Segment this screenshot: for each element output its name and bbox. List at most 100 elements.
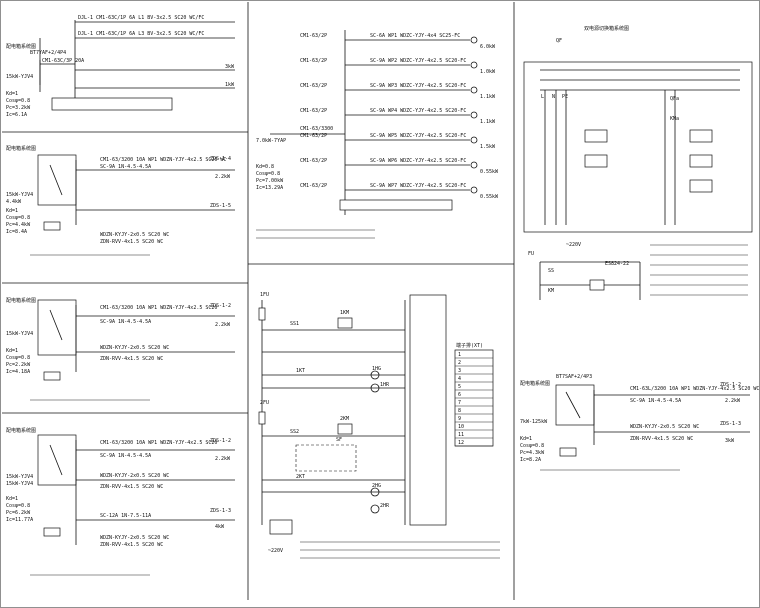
rb-breaker: BT7SAF+2/4P3 — [556, 374, 592, 380]
panel2-circuit-1-label: CM1-63/3200 10A WP1 WDZN-YJY-4x2.5 SC20 … — [100, 157, 226, 163]
relay-1km — [337, 317, 353, 329]
panel3-meter — [43, 371, 61, 381]
panel3-param-4: Ic=4.18A — [6, 369, 30, 375]
rb-meter — [559, 447, 577, 457]
board-param-3: Pc=7.00kW — [256, 178, 284, 184]
panel4-ats-switch — [49, 444, 63, 476]
panel4-circuit-2-sub: ZDN-RVV-4x1.5 SC20 WC — [100, 484, 163, 490]
feeder-load-symbol — [470, 61, 478, 69]
panel3-title: 配电箱系统图 — [6, 297, 36, 304]
feeder-rating: 6.0kW — [480, 44, 496, 50]
panel4-param-0: 15kW-YJV4 — [6, 474, 33, 480]
panel4-param-1: 15kW-YJV4 — [6, 481, 33, 487]
rb-right-2: ZDS-1-3 — [720, 421, 741, 427]
feeder-line-label: SC-9A WP5 WDZC-YJY-4x2.5 SC20-FC — [370, 133, 466, 139]
fuse-1-label: 1FU — [260, 292, 269, 298]
feeder-rating: 1.1kW — [480, 94, 496, 100]
panel3-circuit-2-sub: ZDN-RVV-4x1.5 SC20 WC — [100, 356, 163, 362]
rb-circuit-1-sub: SC-9A 1N-4.5-4.5A — [630, 398, 681, 404]
feeder-breaker: CM1-63/2P — [300, 108, 327, 114]
l-label: L — [541, 94, 544, 100]
switch-sf: SF — [336, 437, 342, 443]
panel1-param-4: Ic=6.1A — [6, 112, 27, 118]
rb-param-0: 7kW-125kW — [520, 419, 548, 425]
panel2-right-2: ZDS-1-5 — [210, 203, 231, 209]
terminal-row-label: 6 — [458, 392, 461, 398]
lamp-2hg — [370, 487, 380, 497]
terminal-row-label: 5 — [458, 384, 461, 390]
panel2-param-0: Kd=1 — [6, 208, 18, 214]
board-spd — [339, 199, 453, 211]
rb-circuit-2-sub: ZDN-RVV-4x1.5 SC20 WC — [630, 436, 693, 442]
panel1-param-0: 15kW-YJV4 — [6, 74, 33, 80]
panel1-note-box — [51, 97, 173, 111]
terminal-row-label: 1 — [458, 352, 461, 358]
fuse-2-label: 2FU — [260, 400, 269, 406]
panel2-right-0: ZDS-1-4 — [210, 156, 231, 162]
right-bottom-panel: 配电箱系统图 BT7SAF+2/4P3 7kW-125kW Kd=1 Cosφ=… — [520, 374, 759, 471]
left-panel-2: 配电箱系统图 15kW-YJV4 4.4kW Kd=1 Cosφ=0.8 Pc=… — [6, 145, 235, 256]
panel2-circuit-2-label: WDZN-KYJY-2x0.5 SC20 WC — [100, 232, 169, 238]
panel2-circuit-2-sub: ZDN-RVV-4x1.5 SC20 WC — [100, 239, 163, 245]
panel1-main-breaker: CM1-63C/3P 20A — [42, 58, 84, 64]
feeder-rating: 0.55kW — [480, 169, 499, 175]
panel2-ats-box — [37, 154, 77, 206]
feeder-rating: 1.5kW — [480, 144, 496, 150]
panel3-circuit-1-label: CM1-63/3200 10A WP1 WDZN-YJY-4x2.5 SC20 — [100, 305, 217, 311]
board-main-breaker: CM1-63/3300 — [300, 126, 333, 132]
panel1-circuit-2-label: DJL-1 CM1-63C/1P 6A L3 BV-3x2.5 SC20 WC/… — [78, 31, 204, 37]
terminal-row-label: 11 — [458, 432, 464, 438]
feeder-breaker: CM1-63/2P — [300, 133, 327, 139]
panel4-circuit-3-label: SC-12A 1N-7.5-11A — [100, 513, 151, 519]
right-top-diagram: 双电源切换箱系统图 QF L N PE QFa KMa — [523, 25, 753, 233]
relay-switch-label: SS — [548, 268, 554, 274]
panel4-circuit-1-sub: SC-9A 1N-4.5-4.5A — [100, 453, 151, 459]
middle-top-board: CM1-63/3300 7.0kW-7YAP Kd=0.8 Cosφ=0.8 P… — [256, 30, 453, 239]
rb-param-3: Pc=4.3kW — [520, 450, 545, 456]
relay-part-label: ES824-22 — [605, 261, 629, 267]
panel4-right-2: ZDS-1-3 — [210, 508, 231, 514]
feeder-rating: 1.1kW — [480, 119, 496, 125]
lamp-1hg-label: 1HG — [372, 366, 381, 372]
panel2-param-3: Ic=8.4A — [6, 229, 27, 235]
feeder-load-symbol — [470, 111, 478, 119]
panel1-param-2: Cosφ=0.8 — [6, 98, 30, 104]
relay-coil — [589, 279, 605, 291]
relay-fuse-label: FU — [528, 251, 534, 257]
panel2-title: 配电箱系统图 — [6, 145, 36, 152]
rb-circuit-1-label: CM1-63L/3200 10A WP1 WDZN-YJY-4x2.5 SC20… — [630, 386, 759, 392]
lamp-2hr-label: 2HR — [380, 503, 390, 509]
feeder-line-label: SC-9A WP6 WDZC-YJY-4x2.5 SC20-FC — [370, 158, 466, 164]
panel4-circuit-2-label: WDZN-KYJY-2x0.5 SC20 WC — [100, 473, 169, 479]
fuse-2 — [258, 411, 266, 425]
panel4-param-2: Kd=1 — [6, 496, 18, 502]
board-param-2: Cosφ=0.8 — [256, 171, 280, 177]
lamp-2hg-label: 2HG — [372, 483, 381, 489]
panel4-right-1: 2.2kW — [215, 456, 231, 462]
rb-right-1: 2.2kW — [725, 398, 741, 404]
terminal-table-title: 端子排(XT) — [456, 342, 483, 349]
panel4-circuit-4-label: WDZN-KYJY-2x0.5 SC20 WC — [100, 535, 169, 541]
feeder-breaker: CM1-63/2P — [300, 158, 327, 164]
board-param-1: Kd=0.8 — [256, 164, 274, 170]
feeder-line-label: SC-9A WP3 WDZC-YJY-4x2.5 SC20-FC — [370, 83, 466, 89]
relay-2km-label: 2KM — [340, 416, 349, 422]
panel1-title: 配电箱系统图 — [6, 43, 36, 50]
panel4-right-3: 4kW — [215, 524, 225, 530]
switch-ss2: SS2 — [290, 429, 299, 435]
panel3-circuit-1-sub: SC-9A 1N-4.5-4.5A — [100, 319, 151, 325]
right-top-title: 双电源切换箱系统图 — [584, 25, 629, 32]
panel3-param-1: Kd=1 — [6, 348, 18, 354]
panel2-param-1: Cosφ=0.8 — [6, 215, 30, 221]
feeder-line-label: SC-6A WP1 WDZC-YJY-4x4 SC25-FC — [370, 33, 460, 39]
feeder-breaker: CM1-63/2P — [300, 83, 327, 89]
panel2-circuit-1-sub: SC-9A 1N-4.5-4.5A — [100, 164, 151, 170]
panel2-param-2: Pc=4.4kW — [6, 222, 31, 228]
terminal-row-label: 2 — [458, 360, 461, 366]
rb-param-1: Kd=1 — [520, 436, 532, 442]
panel3-right-1: 2.2kW — [215, 322, 231, 328]
panel4-right-0: ZDS-1-2 — [210, 438, 231, 444]
rb-param-4: Ic=8.2A — [520, 457, 541, 463]
